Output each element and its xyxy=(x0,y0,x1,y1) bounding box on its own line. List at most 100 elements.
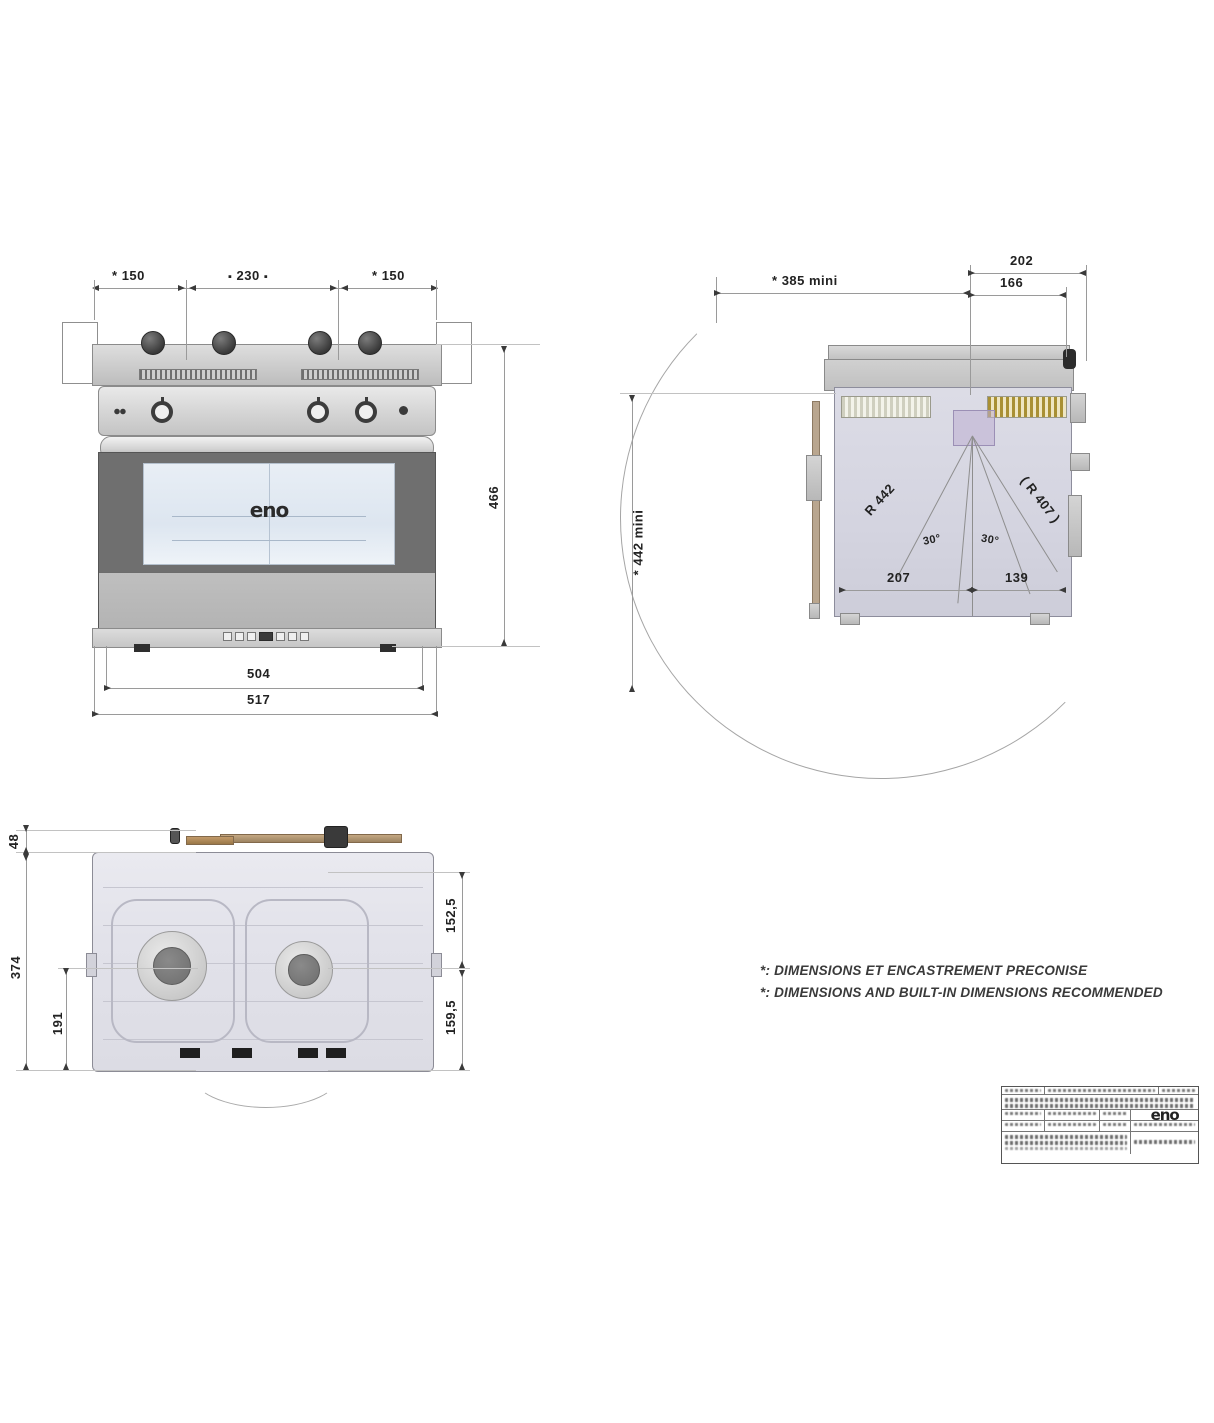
dim-arrow-166-left xyxy=(968,292,975,298)
ext-line-height-bottom xyxy=(392,646,540,647)
ext-line-442-top xyxy=(620,393,836,394)
dim-arrow-191-top xyxy=(63,968,69,975)
control-knob-oven[interactable] xyxy=(151,397,175,423)
plan-burner-small xyxy=(275,941,333,999)
dim-arrow-202-right xyxy=(1079,270,1086,276)
dim-value-442-mini: 442 mini xyxy=(630,509,646,566)
dim-label-374: 374 xyxy=(8,955,24,980)
foot-left xyxy=(134,644,150,652)
dim-arrow-top-right xyxy=(431,285,438,291)
cooktop-knob-4[interactable] xyxy=(358,331,382,355)
ignition-button[interactable] xyxy=(399,406,408,415)
dim-arrow-inner-1 xyxy=(178,285,185,291)
ext-line-top-a xyxy=(94,280,95,320)
plan-foot-1 xyxy=(180,1048,200,1058)
star-mark-442: * xyxy=(630,569,646,576)
marker-right: ▪ xyxy=(263,271,269,283)
ext-line-top-d xyxy=(436,280,437,320)
note-english: *: DIMENSIONS AND BUILT-IN DIMENSIONS RE… xyxy=(760,985,1163,1000)
ext-line-48-bottom xyxy=(16,852,196,853)
note-french: *: DIMENSIONS ET ENCASTREMENT PRECONISE xyxy=(760,963,1088,978)
dim-arrow-504-left xyxy=(104,685,111,691)
tb-cell-scale xyxy=(1100,1110,1132,1120)
ext-line-504-right xyxy=(422,646,423,690)
dim-line-442 xyxy=(632,395,633,691)
dim-line-166 xyxy=(970,295,1066,296)
dim-line-504 xyxy=(106,688,422,689)
brand-logo: eno xyxy=(249,498,290,522)
control-knob-burner-left[interactable] xyxy=(307,397,331,423)
ext-line-517-left xyxy=(94,646,95,716)
tb-cell-logo: eno xyxy=(1131,1110,1198,1120)
plan-rib-2 xyxy=(103,925,423,926)
base-badge-row xyxy=(223,632,309,641)
dim-label-385-mini: * 385 mini xyxy=(772,273,838,288)
dim-arrow-inner-2 xyxy=(189,285,196,291)
dim-arrow-504-right xyxy=(417,685,424,691)
cooktop-knob-2[interactable] xyxy=(212,331,236,355)
oven-window: eno xyxy=(143,463,395,565)
tb-cell-drawing-number xyxy=(1131,1132,1198,1154)
dim-line-48 xyxy=(26,828,27,854)
dim-line-517 xyxy=(94,714,438,715)
front-elevation-view: eno * 150 ▪ 230 ▪ * xyxy=(62,268,540,717)
title-block: eno xyxy=(1001,1086,1199,1164)
dim-arrow-48-bottom xyxy=(23,847,29,854)
dim-arrow-374-bottom xyxy=(23,1063,29,1070)
dim-arrow-152-top xyxy=(459,872,465,879)
dim-arrow-517-left xyxy=(92,711,99,717)
dim-value-150-right: 150 xyxy=(381,268,405,283)
dim-label-442-mini: * 442 mini xyxy=(630,510,645,576)
tb-cell-checked-by xyxy=(1045,1110,1100,1120)
title-block-row-2 xyxy=(1002,1095,1198,1110)
ext-line-166-right xyxy=(1066,287,1067,357)
tb-cell-notice xyxy=(1002,1095,1198,1109)
burner-grate-left xyxy=(139,369,257,380)
tb-cell-date xyxy=(1159,1087,1198,1094)
tb-cell-finish xyxy=(1045,1121,1100,1131)
tb-cell-sheet xyxy=(1100,1121,1132,1131)
cooktop-knob-3[interactable] xyxy=(308,331,332,355)
plan-rib-1 xyxy=(103,887,423,888)
ext-line-504-left xyxy=(106,646,107,690)
plan-gas-rail xyxy=(220,834,402,843)
title-block-row-4 xyxy=(1002,1121,1198,1132)
window-centerline xyxy=(269,464,270,564)
dim-label-166: 166 xyxy=(1000,275,1024,290)
dim-value-385-mini: 385 mini xyxy=(781,273,838,288)
plan-pan-support-left xyxy=(111,899,235,1043)
dim-arrow-48-top xyxy=(23,825,29,832)
ext-line-374-bottom xyxy=(16,1070,196,1071)
ext-line-top-c xyxy=(338,280,339,360)
ext-line-202-right xyxy=(1086,265,1087,361)
dim-arrow-517-right xyxy=(431,711,438,717)
dim-label-150-right: * 150 xyxy=(372,268,405,283)
plan-thermocouple xyxy=(170,828,180,844)
dim-line-466 xyxy=(504,346,505,644)
ext-line-202-left xyxy=(970,265,971,395)
dim-line-202 xyxy=(970,273,1086,274)
oven-door: eno xyxy=(98,452,436,630)
dim-arrow-385-right xyxy=(963,290,970,296)
dim-label-150-left: * 150 xyxy=(112,268,145,283)
tb-cell-description xyxy=(1045,1087,1159,1094)
plan-gas-rail-short xyxy=(186,836,234,845)
legend-notes: *: DIMENSIONS ET ENCASTREMENT PRECONISE … xyxy=(760,960,1190,1004)
control-knob-burner-right[interactable] xyxy=(355,397,379,423)
dim-line-385 xyxy=(716,293,970,294)
plan-foot-4 xyxy=(326,1048,346,1058)
cooktop-band xyxy=(92,331,442,386)
plan-burner-small-cap xyxy=(288,954,320,986)
cooktop-knob-1[interactable] xyxy=(141,331,165,355)
oven-door-lower-panel xyxy=(99,572,435,629)
star-mark-right: * xyxy=(372,268,378,283)
tb-cell-material xyxy=(1002,1121,1046,1131)
burner-grate-right xyxy=(301,369,419,380)
ext-line-517-right xyxy=(436,646,437,716)
dim-label-466: 466 xyxy=(486,485,502,510)
panel-marking-icon xyxy=(113,407,129,416)
plan-rib-3 xyxy=(103,963,423,964)
dim-label-191: 191 xyxy=(50,1011,66,1036)
oven-shelf-line-2 xyxy=(172,540,366,541)
